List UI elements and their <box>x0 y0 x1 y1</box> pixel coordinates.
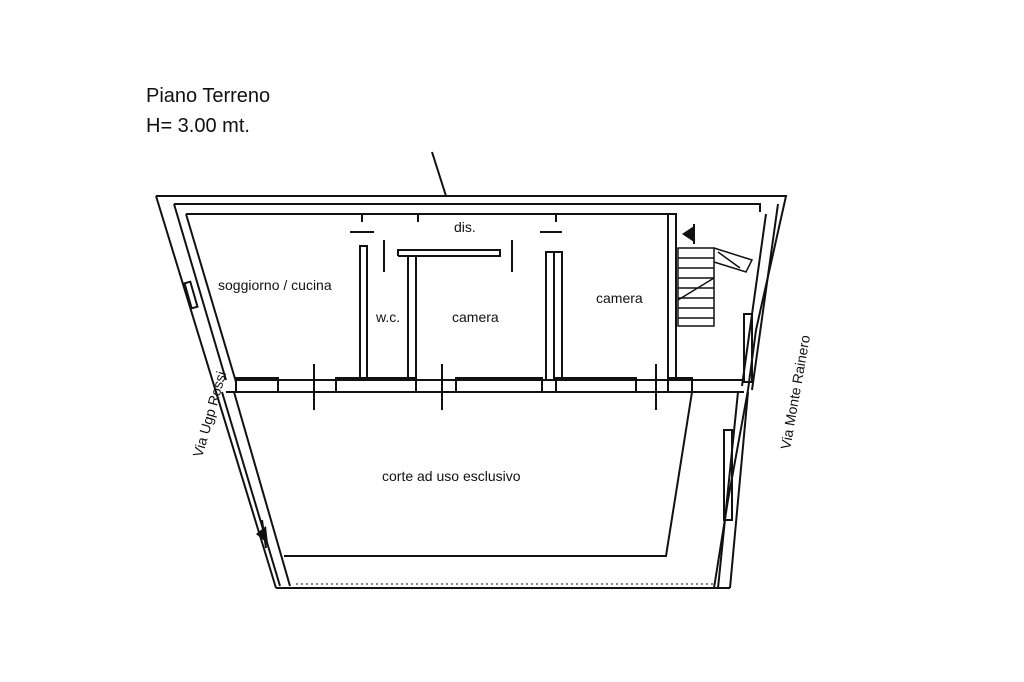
entrance-arrow-left-stem <box>261 519 267 549</box>
wall-wc-left <box>359 245 368 381</box>
floor-plan-title: Piano Terreno <box>146 85 271 107</box>
wall-camera2-left <box>554 251 563 380</box>
wall-stair-left <box>667 213 677 381</box>
wall-corridor-bottom <box>397 249 501 257</box>
front-pier-3 <box>455 377 543 393</box>
front-pier-5 <box>667 377 693 393</box>
building-wall-right-outer <box>751 203 779 391</box>
window-left <box>183 280 199 310</box>
left-wall-lower-b <box>233 391 291 587</box>
front-pier-2 <box>335 377 417 393</box>
right-wall-lower-b <box>717 391 739 589</box>
building-wall-left-inner <box>185 213 237 383</box>
entrance-arrow-top-icon <box>682 226 694 242</box>
staircase <box>677 247 754 327</box>
front-pier-1 <box>235 377 279 393</box>
building-wall-outer <box>174 203 761 212</box>
street-label-right: Via Monte Rainero <box>777 334 813 451</box>
outer-boundary <box>156 151 448 197</box>
ceiling-height-note: H= 3.00 mt. <box>146 115 250 137</box>
window-right-1 <box>743 313 753 383</box>
wall-camera1-right <box>545 251 555 381</box>
building-wall-right-inner <box>741 213 767 387</box>
right-wall-lower-a <box>729 391 749 589</box>
left-wall-lower-a <box>221 391 281 587</box>
room-label-camera-1: camera <box>452 309 499 325</box>
outer-boundary-left <box>155 195 277 589</box>
building-wall-left-outer <box>173 203 227 381</box>
room-label-soggiorno: soggiorno / cucina <box>218 277 332 293</box>
courtyard-edge <box>284 391 693 557</box>
room-label-camera-2: camera <box>596 290 643 306</box>
front-pier-4 <box>555 377 637 393</box>
room-label-wc: w.c. <box>375 309 400 325</box>
room-label-corte: corte ad uso esclusivo <box>382 468 521 484</box>
wall-wc-right <box>407 255 417 381</box>
window-right-2 <box>723 429 733 521</box>
room-label-dis: dis. <box>454 219 476 235</box>
